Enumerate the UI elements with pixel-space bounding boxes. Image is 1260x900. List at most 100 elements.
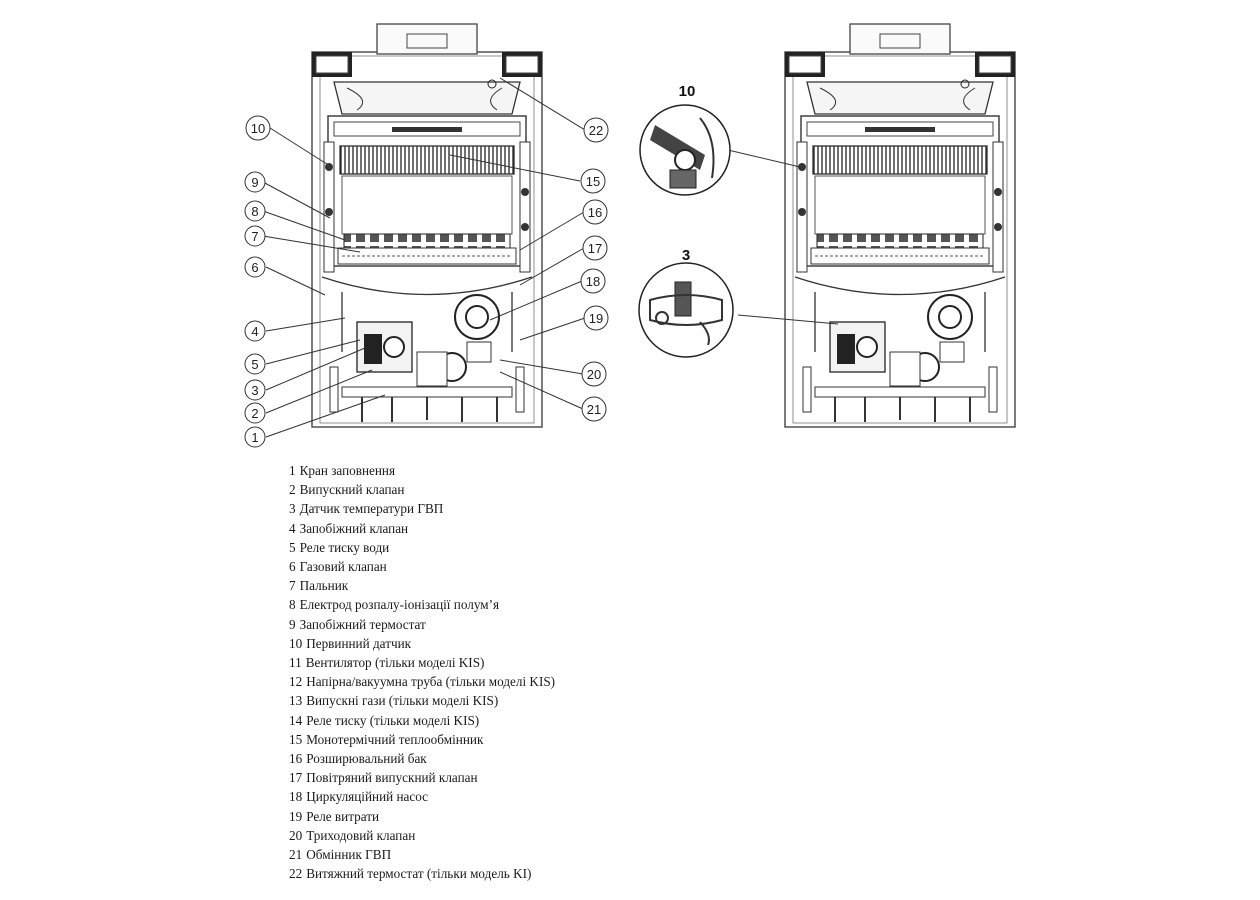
legend-item-label: Монотермічний теплообмінник	[306, 731, 484, 747]
svg-text:15: 15	[586, 174, 600, 189]
svg-text:19: 19	[589, 311, 603, 326]
callout-1: 1	[244, 426, 266, 448]
legend-item-label: Первинний датчик	[306, 635, 412, 651]
svg-text:7: 7	[251, 229, 258, 244]
legend-item-number: 5	[289, 539, 296, 555]
svg-text:8: 8	[251, 204, 258, 219]
svg-text:6: 6	[251, 260, 258, 275]
legend-item-label: Циркуляційний насос	[306, 789, 429, 805]
legend-item-label: Вентилятор (тільки моделі KIS)	[305, 655, 485, 671]
callout-5: 5	[244, 353, 266, 375]
legend-item-label: Триходовий клапан	[306, 827, 416, 843]
callout-17: 17	[582, 235, 608, 261]
legend-item-number: 19	[289, 808, 303, 824]
legend-item-number: 7	[289, 578, 296, 594]
legend-item-number: 17	[289, 770, 303, 786]
svg-text:22: 22	[589, 123, 603, 138]
svg-text:21: 21	[587, 402, 601, 417]
legend-item-number: 11	[289, 655, 302, 671]
legend-item-number: 4	[289, 520, 296, 536]
legend-item-number: 13	[289, 693, 303, 709]
detail-view-10: 10	[639, 83, 731, 196]
leader-lines	[262, 77, 839, 438]
legend-item-label: Датчик температури ГВП	[299, 501, 444, 517]
svg-text:18: 18	[586, 274, 600, 289]
legend-item-number: 10	[289, 635, 303, 651]
legend-item-number: 15	[289, 731, 303, 747]
callout-22: 22	[583, 117, 609, 143]
callout-16: 16	[582, 199, 608, 225]
callout-9: 9	[244, 171, 266, 193]
svg-text:4: 4	[251, 324, 258, 339]
legend-item-label: Реле витрати	[306, 808, 380, 824]
legend-item-number: 1	[289, 463, 296, 478]
legend-item-number: 2	[289, 482, 296, 498]
callout-7: 7	[244, 225, 266, 247]
callout-3: 3	[244, 379, 266, 401]
legend-item-number: 22	[289, 866, 303, 882]
legend-item-label: Повітряний випускний клапан	[306, 770, 478, 786]
svg-text:10: 10	[679, 83, 696, 100]
legend-item-number: 6	[289, 559, 296, 575]
legend-item-number: 21	[289, 847, 303, 863]
svg-text:3: 3	[682, 247, 690, 264]
callout-18: 18	[580, 268, 606, 294]
legend-item-number: 12	[289, 674, 303, 690]
legend-item-label: Кран заповнення	[299, 463, 396, 478]
legend-item-label: Обмінник ГВП	[306, 847, 392, 863]
boiler-drawing-left	[311, 23, 543, 428]
legend-item-label: Пальник	[299, 578, 349, 594]
svg-text:17: 17	[588, 241, 602, 256]
callout-10: 10	[245, 115, 271, 141]
callout-20: 20	[581, 361, 607, 387]
svg-text:16: 16	[588, 205, 602, 220]
svg-text:2: 2	[251, 406, 258, 421]
callout-8: 8	[244, 200, 266, 222]
legend-item-label: Витяжний термостат (тільки модель KI)	[306, 866, 532, 882]
legend-item-label: Реле тиску (тільки моделі KIS)	[306, 712, 480, 728]
legend-item-number: 3	[289, 501, 296, 517]
legend-item-label: Запобіжний клапан	[299, 520, 409, 536]
legend-item-label: Газовий клапан	[299, 559, 387, 575]
legend-item-number: 20	[289, 827, 303, 843]
callout-6: 6	[244, 256, 266, 278]
svg-text:9: 9	[251, 175, 258, 190]
legend-item-number: 18	[289, 789, 303, 805]
legend-item-label: Реле тиску води	[299, 539, 390, 555]
legend-item-label: Розширювальний бак	[306, 751, 427, 767]
callout-15: 15	[580, 168, 606, 194]
callout-group: 10 9 8 7 6 4 5 3 2 1 22 15 16 17 18 19 2…	[244, 115, 609, 448]
detail-view-3: 3	[638, 247, 734, 358]
legend-item-label: Випускні гази (тільки моделі KIS)	[306, 693, 499, 709]
legend-item-label: Електрод розпалу-іонізації полум’я	[299, 597, 500, 613]
legend-item-number: 8	[289, 597, 296, 613]
legend-item-number: 16	[289, 751, 303, 767]
svg-text:5: 5	[251, 357, 258, 372]
legend-item-label: Випускний клапан	[299, 482, 405, 498]
boiler-drawing-right	[784, 23, 1016, 428]
legend-item-number: 9	[289, 616, 296, 632]
svg-text:10: 10	[251, 121, 265, 136]
